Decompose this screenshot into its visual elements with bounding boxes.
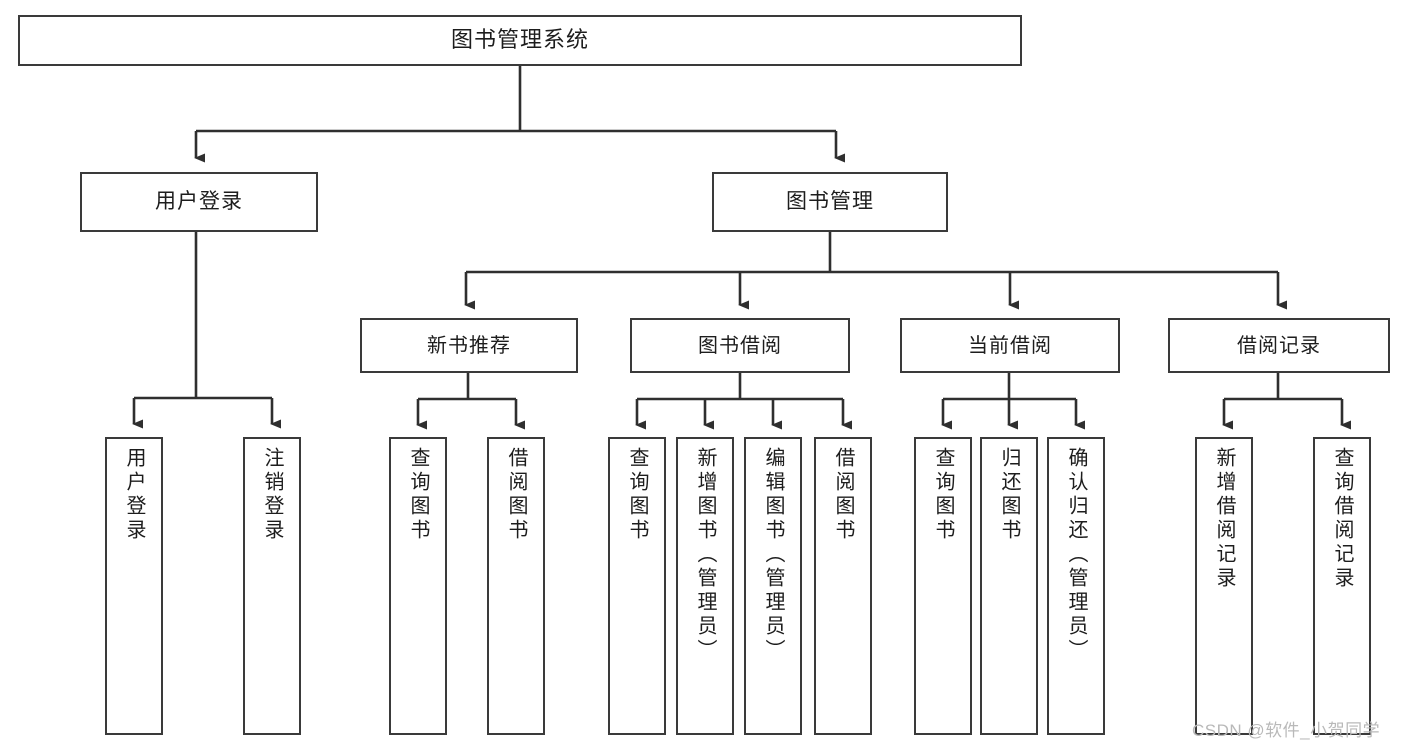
leaf-user-login-logout[interactable]: 注销登录 bbox=[243, 437, 301, 735]
node-root-system[interactable]: 图书管理系统 bbox=[18, 15, 1022, 66]
leaf-current-borrow-return[interactable]: 归还图书 bbox=[980, 437, 1038, 735]
node-label: 新增借阅记录 bbox=[1213, 447, 1235, 591]
node-label: 图书管理 bbox=[786, 190, 874, 214]
node-label: 借阅图书 bbox=[505, 447, 527, 543]
node-label: 新书推荐 bbox=[427, 334, 511, 357]
node-user-login[interactable]: 用户登录 bbox=[80, 172, 318, 232]
leaf-book-borrow-query[interactable]: 查询图书 bbox=[608, 437, 666, 735]
node-label: 图书借阅 bbox=[698, 334, 782, 357]
leaf-book-borrow-borrow[interactable]: 借阅图书 bbox=[814, 437, 872, 735]
node-book-borrow[interactable]: 图书借阅 bbox=[630, 318, 850, 373]
node-label: 归还图书 bbox=[998, 447, 1020, 543]
node-current-borrow[interactable]: 当前借阅 bbox=[900, 318, 1120, 373]
node-label: 借阅记录 bbox=[1237, 334, 1321, 357]
node-book-management[interactable]: 图书管理 bbox=[712, 172, 948, 232]
node-label: 查询借阅记录 bbox=[1331, 447, 1353, 591]
leaf-new-book-borrow[interactable]: 借阅图书 bbox=[487, 437, 545, 735]
leaf-book-borrow-add[interactable]: 新增图书（管理员） bbox=[676, 437, 734, 735]
node-label: 查询图书 bbox=[932, 447, 954, 543]
leaf-current-borrow-confirm-return[interactable]: 确认归还（管理员） bbox=[1047, 437, 1105, 735]
node-label: 编辑图书（管理员） bbox=[762, 447, 784, 663]
node-new-book-recommend[interactable]: 新书推荐 bbox=[360, 318, 578, 373]
csdn-watermark: CSDN @软件_小贺同学 bbox=[1192, 721, 1381, 740]
leaf-borrow-record-query[interactable]: 查询借阅记录 bbox=[1313, 437, 1371, 735]
leaf-book-borrow-edit[interactable]: 编辑图书（管理员） bbox=[744, 437, 802, 735]
leaf-new-book-query[interactable]: 查询图书 bbox=[389, 437, 447, 735]
node-label: 用户登录 bbox=[123, 447, 145, 543]
node-borrow-record[interactable]: 借阅记录 bbox=[1168, 318, 1390, 373]
node-label: 查询图书 bbox=[626, 447, 648, 543]
node-label: 当前借阅 bbox=[968, 334, 1052, 357]
node-label: 借阅图书 bbox=[832, 447, 854, 543]
node-label: 用户登录 bbox=[155, 190, 243, 214]
node-label: 新增图书（管理员） bbox=[694, 447, 716, 663]
leaf-current-borrow-query[interactable]: 查询图书 bbox=[914, 437, 972, 735]
leaf-user-login-login[interactable]: 用户登录 bbox=[105, 437, 163, 735]
node-label: 查询图书 bbox=[407, 447, 429, 543]
node-label: 确认归还（管理员） bbox=[1065, 447, 1087, 663]
node-label: 图书管理系统 bbox=[450, 27, 589, 53]
leaf-borrow-record-add[interactable]: 新增借阅记录 bbox=[1195, 437, 1253, 735]
node-label: 注销登录 bbox=[261, 447, 283, 543]
